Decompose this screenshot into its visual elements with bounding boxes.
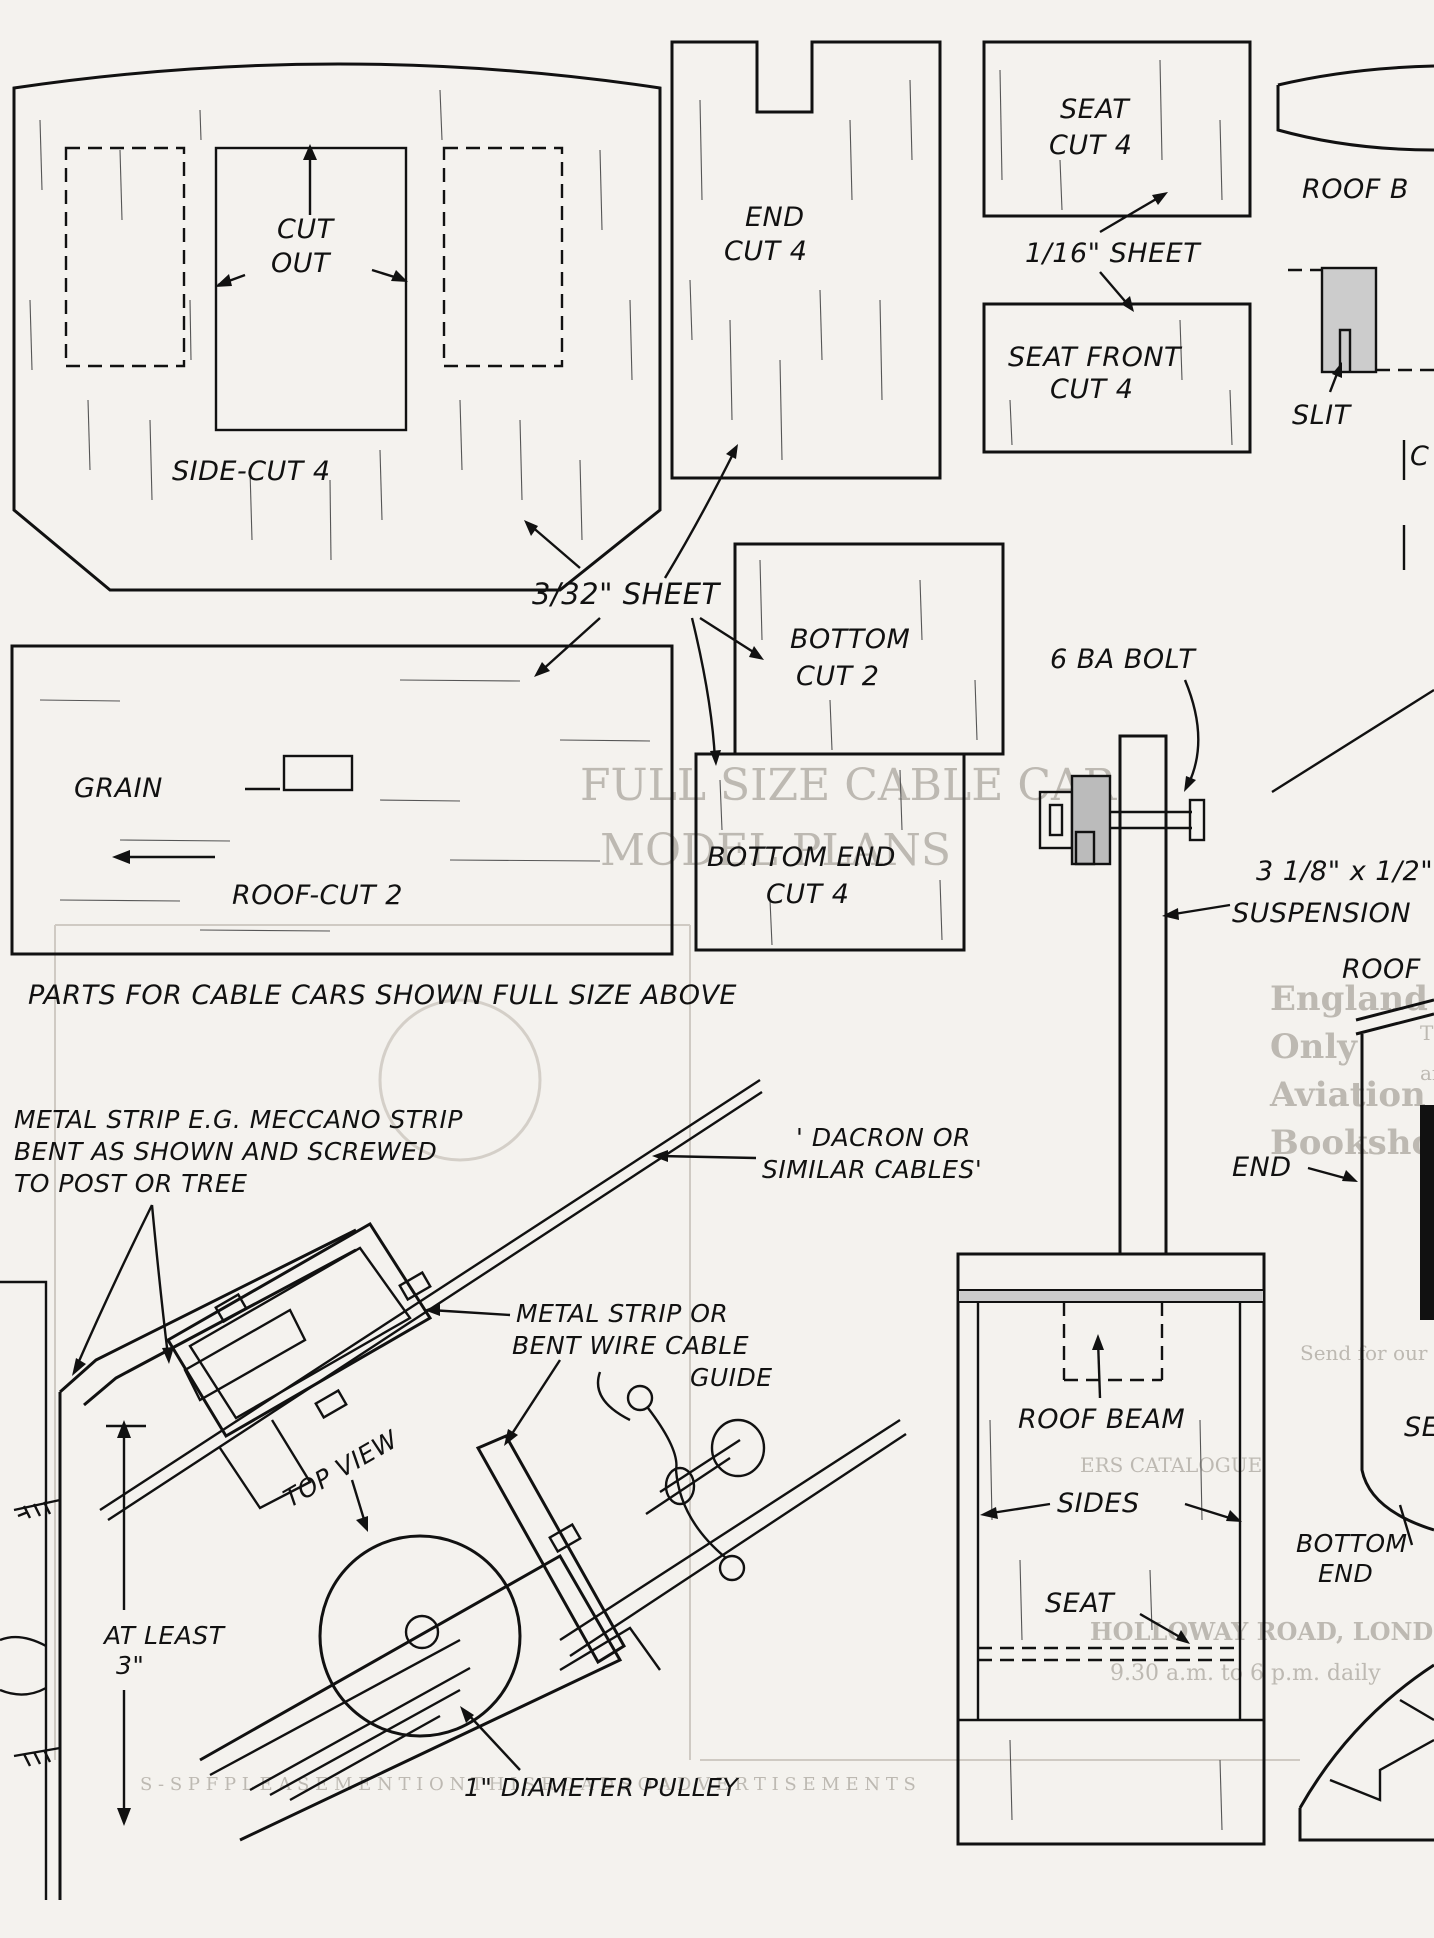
ghost-heading-1: FULL SIZE CABLE CAR	[580, 760, 1118, 811]
roof-cut-label: ROOF-CUT 2	[232, 880, 403, 911]
seat-cut-label-1: SEAT	[1060, 94, 1131, 125]
end-cut-label-1: END	[745, 202, 805, 233]
metal-strip-label-2: BENT AS SHOWN AND SCREWED	[14, 1137, 437, 1166]
roof-beam-label: ROOF BEAM	[1018, 1404, 1185, 1435]
ghost-ad-body-2: and we're to post	[1420, 1061, 1434, 1085]
top-view-label: TOP VIEW	[279, 1424, 404, 1513]
side-part: CUT OUT SIDE-CUT 4	[12, 62, 662, 592]
background-print: FULL SIZE CABLE CAR MODEL PLANS England …	[54, 760, 1434, 1795]
bottom-end-label-2: CUT 4	[766, 879, 849, 910]
suspension-label-1: 3 1/8" x 1/2" x 1/4	[1256, 856, 1434, 887]
ghost-ad-body-3: Send for our free 32 page catalogue	[1300, 1341, 1434, 1365]
suspension-label-2: SUSPENSION	[1232, 898, 1411, 929]
bottom-end-right-label-1: BOTTOM	[1296, 1529, 1408, 1558]
c-partial-label: C	[1410, 441, 1429, 472]
ghost-ad-tail: ERS CATALOGUE	[1080, 1453, 1262, 1477]
sheet-332-note: 3/32" SHEET	[524, 444, 764, 766]
bottom-end-label-1: BOTTOM END	[707, 842, 896, 873]
seat-front-label-1: SEAT FRONT	[1008, 342, 1183, 373]
bottom-end-part: BOTTOM END CUT 4	[694, 752, 966, 952]
seat-label: SEAT	[1045, 1588, 1116, 1619]
pulley-label: 1" DIAMETER PULLEY	[464, 1773, 739, 1802]
bottom-cut-label-1: BOTTOM	[790, 624, 910, 655]
cut-out-label-2: OUT	[271, 248, 332, 279]
ghost-ad-hours: 9.30 a.m. to 6 p.m. daily	[1110, 1661, 1381, 1686]
seat-front-label-2: CUT 4	[1050, 374, 1133, 405]
guide-label-2: BENT WIRE CABLE	[512, 1331, 749, 1360]
ghost-ad-4: Bookshop	[1270, 1123, 1434, 1163]
seat-cut-label-2: CUT 4	[1049, 130, 1132, 161]
bottom-end-right-label-2: END	[1318, 1559, 1373, 1588]
end-right-label: END	[1232, 1152, 1292, 1183]
ba-bolt-label: 6 BA BOLT	[1050, 644, 1197, 675]
parts-caption: PARTS FOR CABLE CARS SHOWN FULL SIZE ABO…	[28, 980, 737, 1011]
roof-right-label: ROOF	[1342, 954, 1421, 985]
sheet-332-label: 3/32" SHEET	[532, 577, 722, 611]
suspension-assembly: 6 BA BOLT 3 1/8" x 1/2" x 1/4 SUSPENSION	[956, 644, 1434, 1846]
seat-front-part: SEAT FRONT CUT 4	[982, 302, 1252, 454]
ghost-bottom-strip: S - S P F P L E A S E M E N T I O N T H …	[140, 1774, 916, 1795]
at-least-label-1: AT LEAST	[102, 1621, 226, 1650]
ghost-heading-2: MODEL PLANS	[600, 825, 951, 876]
grain-label: GRAIN	[74, 773, 163, 804]
ghost-ad-1: England	[1270, 979, 1428, 1019]
dacron-label-1: ' DACRON OR	[796, 1123, 971, 1152]
end-part: END CUT 4	[670, 40, 942, 480]
cut-out-label-1: CUT	[277, 214, 336, 245]
metal-strip-label-1: METAL STRIP E.G. MECCANO STRIP	[14, 1105, 463, 1134]
end-cut-label-2: CUT 4	[724, 236, 807, 267]
pulley-assembly: METAL STRIP E.G. MECCANO STRIP BENT AS S…	[0, 1078, 982, 1900]
bottom-part: BOTTOM CUT 2	[733, 542, 1005, 756]
slit-label: SLIT	[1292, 400, 1353, 431]
side-cut-label: SIDE-CUT 4	[172, 456, 331, 487]
metal-strip-label-3: TO POST OR TREE	[14, 1169, 247, 1198]
sides-label: SIDES	[1057, 1488, 1140, 1519]
ghost-ad-addr: HOLLOWAY ROAD, LONDON, N.19	[1090, 1617, 1434, 1646]
guide-label-3: GUIDE	[690, 1363, 773, 1392]
sheet-116-note: 1/16" SHEET	[1025, 192, 1202, 312]
roof-b-part: ROOF B SLIT C	[1276, 64, 1434, 570]
roof-part: GRAIN ROOF-CUT 2	[10, 644, 674, 956]
roof-b-label: ROOF B	[1302, 174, 1409, 205]
at-least-label-2: 3"	[116, 1651, 144, 1680]
ghost-ad-3: Aviation	[1269, 1075, 1426, 1115]
guide-label-1: METAL STRIP OR	[516, 1299, 728, 1328]
ghost-ad-body-1: The books you want	[1420, 1021, 1434, 1045]
bottom-cut-label-2: CUT 2	[796, 661, 879, 692]
seat-part: SEAT CUT 4	[982, 40, 1252, 218]
dacron-label-2: SIMILAR CABLES'	[762, 1155, 982, 1184]
se-partial-label: SE	[1404, 1412, 1434, 1443]
partial-car-right: ROOF END SE BOTTOM END	[1232, 954, 1434, 1842]
ghost-ad-2: Only	[1270, 1027, 1358, 1067]
sheet-116-label: 1/16" SHEET	[1025, 238, 1202, 269]
